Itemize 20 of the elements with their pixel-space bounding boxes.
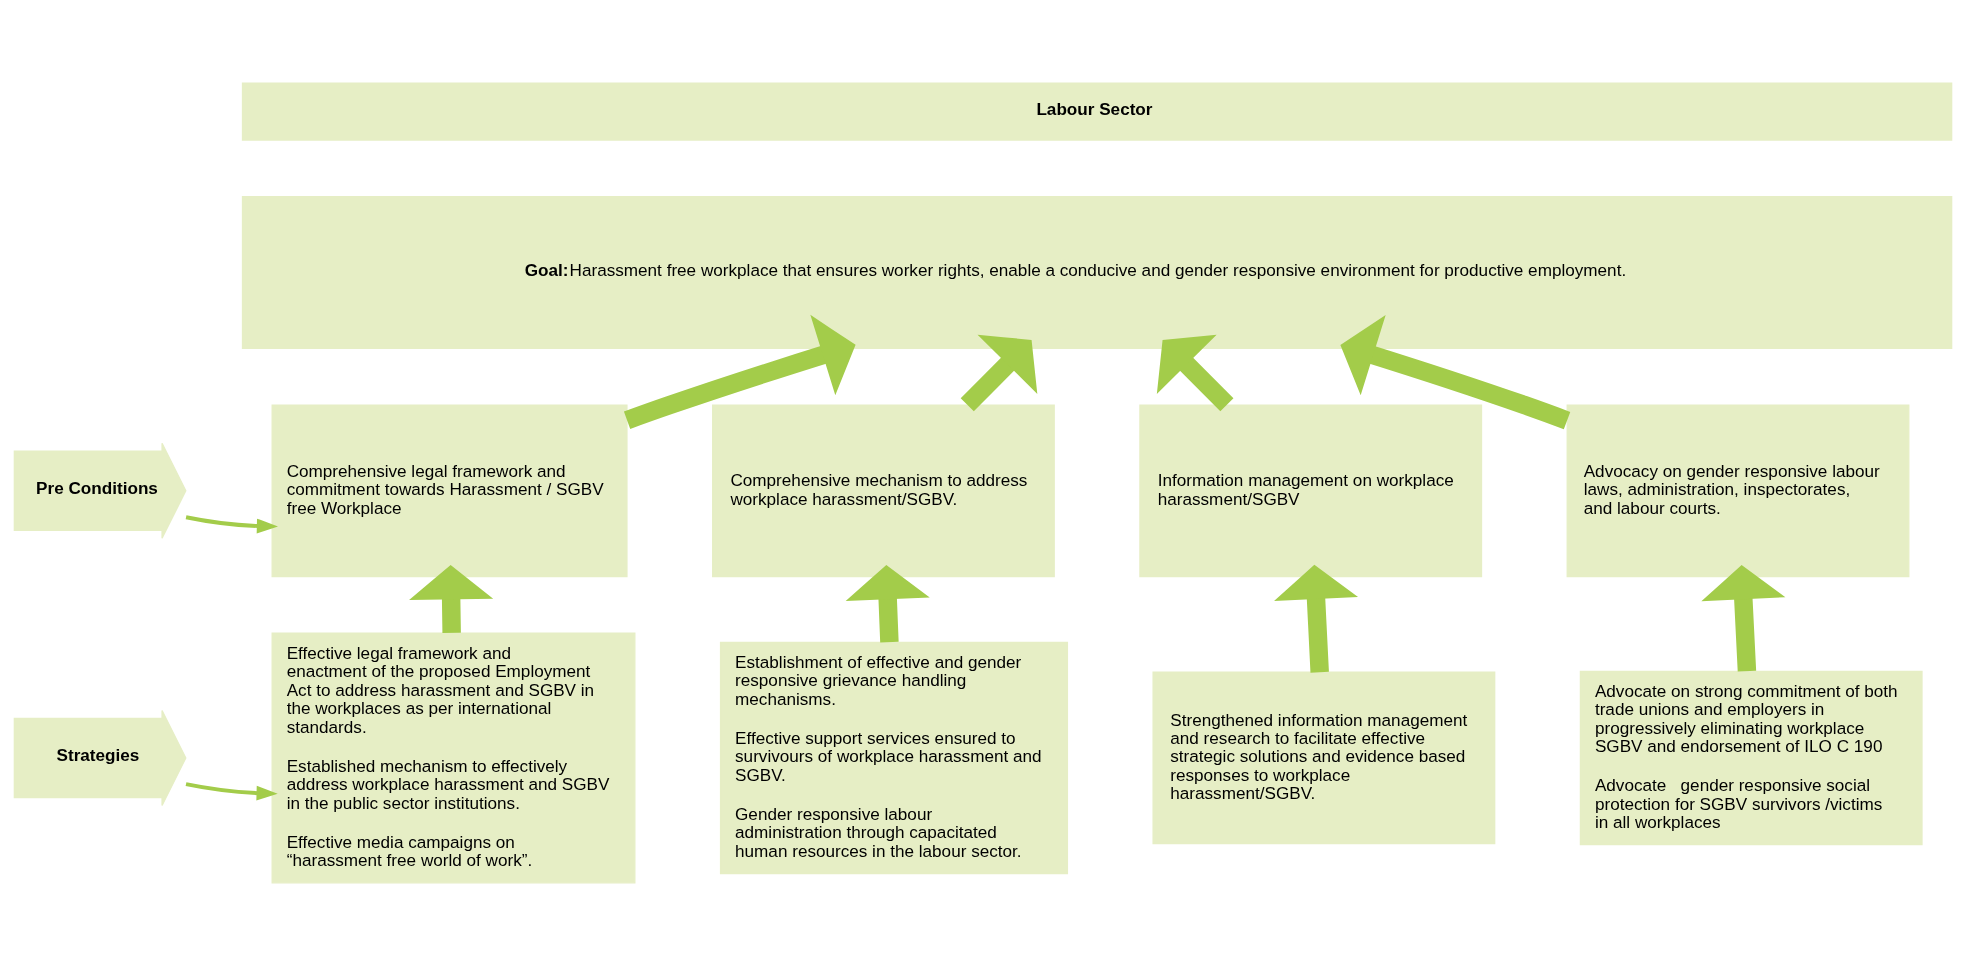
node-box: Goal:Harassment free workplace that ensures worker rights, enable a conducive and gender responsive environment for productive employment.: [241, 195, 1953, 349]
arrow: [1274, 564, 1359, 673]
node-box: Effective legal framework and enactment of the proposed Employment Act to address harassment and SGBV in the workplaces as per international standards. Established mechanism to effectively address workplace harassment and SGBV in the public sector institutions. Effective media campaigns on “harassment free world of work”.: [271, 631, 636, 883]
node-box: Labour Sector: [241, 82, 1953, 141]
arrow: [1701, 564, 1786, 672]
arrow: [1156, 334, 1234, 411]
arrow: [409, 564, 494, 633]
arrow: [185, 781, 278, 801]
node-box: Information management on workplace harassment/SGBV: [1139, 403, 1483, 577]
node-box: Comprehensive legal framework and commitment towards Harassment / SGBV free Workplace: [271, 403, 628, 577]
arrow: [185, 514, 278, 533]
arrow: [1340, 314, 1571, 429]
node-box: Advocate on strong commitment of both trade unions and employers in progressively eliminating workplace SGBV and endorsement of ILO C 190 Advocate gender responsive social protection for SGBV survivors /victims in all workplaces: [1579, 670, 1923, 845]
arrow: [960, 334, 1038, 411]
node-box: Strengthened information management and research to facilitate effective strategic solutions and evidence based responses to workplace harassment/SGBV.: [1152, 671, 1496, 844]
node-box: Comprehensive mechanism to address workplace harassment/SGBV.: [712, 403, 1055, 577]
arrow: [845, 564, 930, 643]
arrow: [623, 314, 856, 429]
node-box: Establishment of effective and gender responsive grievance handling mechanisms. Effective support services ensured to survivours of workplace harassment and SGBV. Gender responsive labour administration through capacitated human resources in the labour sector.: [719, 641, 1069, 874]
node-box: Advocacy on gender responsive labour laws, administration, inspectorates, and labour courts.: [1566, 403, 1910, 577]
